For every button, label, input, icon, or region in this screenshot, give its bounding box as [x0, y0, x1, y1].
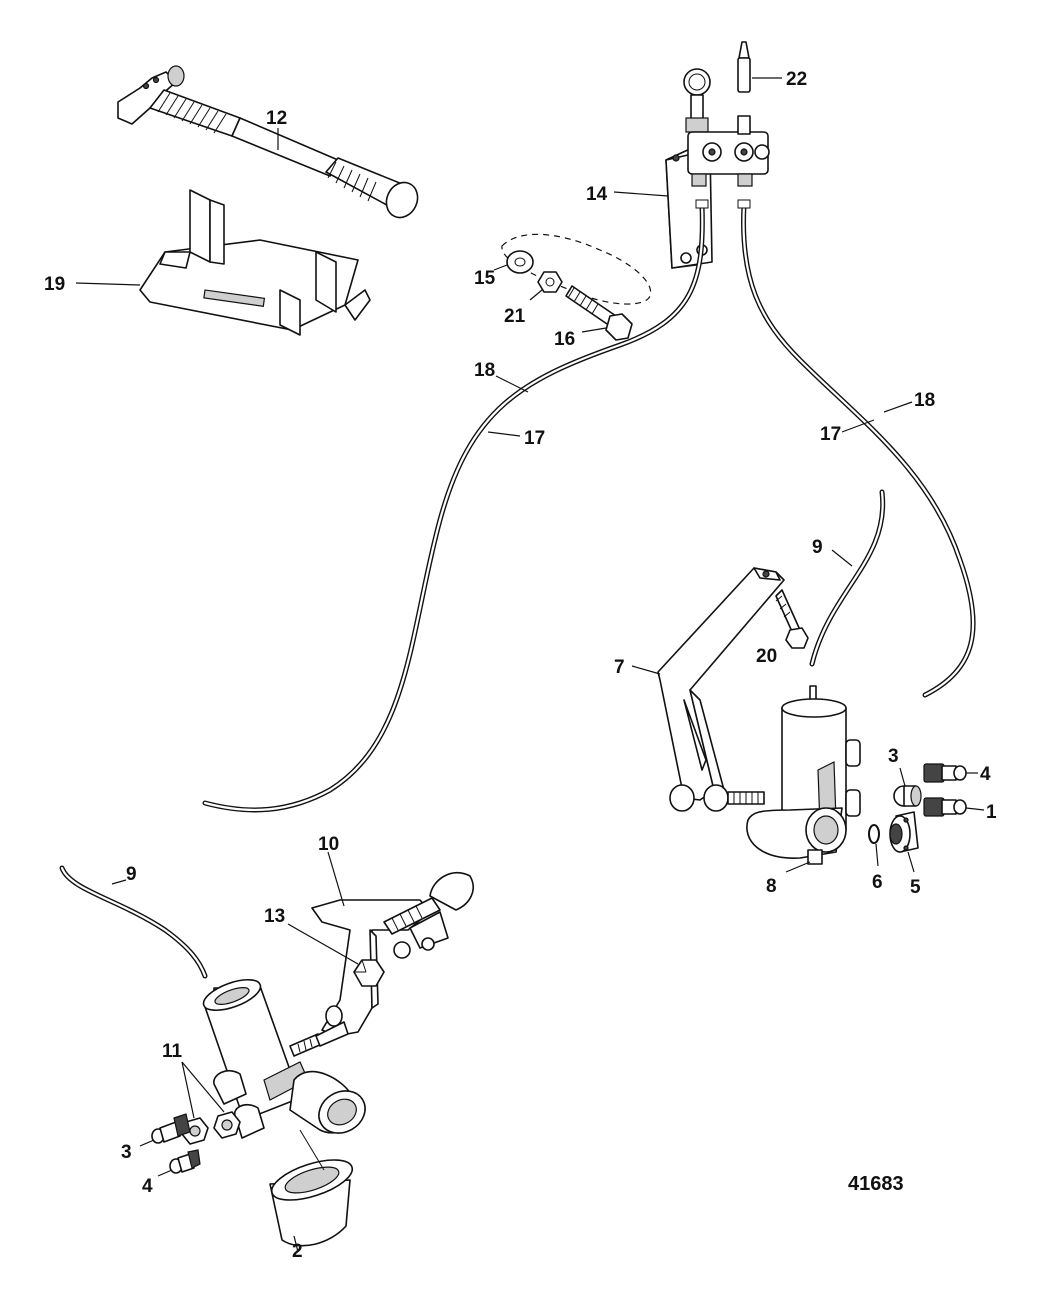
leader-11a: [181, 1061, 195, 1119]
part-5-valve-fitting: [889, 811, 919, 853]
part-22-pin: [737, 41, 751, 93]
part-15-washer: [506, 250, 534, 274]
part-16-bolt: [565, 285, 633, 341]
leader-10: [327, 851, 345, 907]
part-19-holder: [139, 189, 371, 336]
part-3-fitting-left: [151, 1113, 191, 1144]
leader-4-left: [157, 1169, 173, 1177]
part-4-fitting-left: [169, 1149, 201, 1174]
part-21-nut: [537, 271, 563, 293]
callout-6: 6: [872, 872, 883, 893]
callout-20: 20: [756, 646, 777, 667]
part-10-bracket: [289, 871, 474, 1057]
leader-5: [907, 851, 915, 873]
leader-9-left: [111, 879, 127, 885]
part-9-hose-left: [59, 865, 208, 979]
callout-4-right: 1: [986, 802, 997, 823]
part-7-bracket: [657, 567, 785, 812]
leader-8: [899, 767, 906, 787]
callout-8: 3: [888, 746, 899, 767]
hose-17-18-right: [737, 199, 976, 698]
part-4-fitting-right: [923, 797, 967, 817]
callout-15: 15: [474, 268, 496, 289]
leader-18-right: [883, 401, 913, 413]
callout-16: 16: [554, 329, 575, 350]
part-9-hose-right: [809, 489, 886, 667]
leader-16: [581, 327, 607, 333]
leader-19: [75, 282, 141, 286]
callout-17-left: 17: [524, 428, 545, 449]
callout-18-left: 18: [474, 360, 495, 381]
leader-17-left: [487, 431, 521, 437]
callout-22: 22: [786, 69, 807, 90]
hose-17-18-left: [202, 199, 709, 813]
leader-7: [631, 665, 661, 675]
leader-21: [529, 289, 543, 301]
part-2-pump-body: [202, 978, 366, 1247]
part-11-plugs: [181, 1111, 241, 1145]
callout-13: 13: [264, 906, 285, 927]
callout-1: 8: [766, 876, 777, 897]
leader-17-right: [841, 419, 875, 433]
callout-9-left: 9: [126, 864, 137, 885]
leader-2: [293, 1235, 299, 1253]
callout-3-right: 4: [980, 764, 991, 785]
leader-13: [287, 923, 359, 965]
part-6-oring: [868, 824, 880, 844]
hardware-group-outline: [501, 233, 652, 305]
callout-14: 14: [586, 184, 608, 205]
part-8-plug: [893, 785, 922, 807]
callout-5: 5: [910, 877, 921, 898]
part-14-valve-bracket: [665, 68, 770, 269]
part-20-bolt: [775, 589, 809, 649]
callout-10: 10: [318, 834, 339, 855]
callout-17-right: 17: [820, 424, 841, 445]
callout-2: 2: [292, 1241, 303, 1262]
leader-18-left: [495, 375, 529, 393]
part-1-pump-body: [746, 685, 861, 865]
callout-11: 11: [162, 1041, 183, 1062]
part-12-handle: [117, 65, 419, 219]
leader-14: [613, 191, 669, 197]
leader-15: [493, 264, 508, 271]
callout-7: 7: [614, 657, 625, 678]
callout-9-right: 9: [812, 537, 823, 558]
leader-4-right: [965, 807, 985, 811]
part-13-nut: [353, 959, 385, 987]
leader-1: [785, 861, 811, 873]
callout-3-left: 3: [121, 1142, 132, 1163]
callout-21: 21: [504, 306, 526, 327]
callout-4-left: 4: [142, 1176, 153, 1197]
leader-9-right: [831, 549, 853, 567]
part-3-fitting-right: [923, 763, 967, 783]
leader-6: [875, 843, 879, 867]
leader-11b: [181, 1061, 225, 1113]
callout-12: 12: [266, 108, 287, 129]
callout-18-right: 18: [914, 390, 935, 411]
leader-3-left: [139, 1139, 155, 1147]
callout-19: 19: [44, 274, 65, 295]
figure-number: 41683: [848, 1173, 904, 1195]
